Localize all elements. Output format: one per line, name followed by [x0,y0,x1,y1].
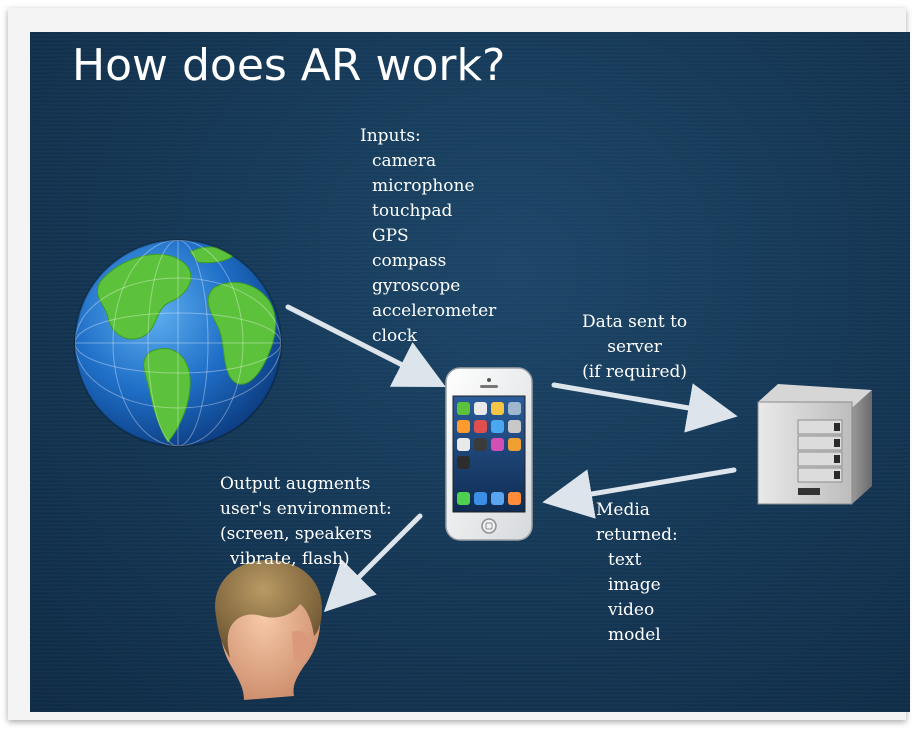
media-item: text [608,550,642,570]
input-item: gyroscope [372,276,461,296]
smartphone-icon [445,367,533,541]
output-label: Output augments user's environment: (scr… [220,472,392,572]
data-sent-line: Data sent to [582,312,688,332]
media-item: video [608,600,655,620]
data-sent-line: (if required) [582,362,688,382]
media-heading: Media [596,500,650,520]
input-item: accelerometer [372,301,497,321]
output-line: Output augments [220,474,371,494]
arrow-phone-to-server [551,382,738,433]
input-item: touchpad [372,201,453,221]
inputs-list: Inputs: camera microphone touchpad GPS c… [360,124,496,349]
globe-icon [74,239,282,447]
input-item: camera [372,151,437,171]
input-item: GPS [372,226,409,246]
inputs-heading: Inputs: [360,126,421,146]
arrow-server-to-phone [542,467,737,519]
media-returned-list: Media returned: text image video model [596,498,678,648]
user-head-icon [215,560,322,700]
diagram-art [74,239,872,700]
server-icon [757,384,872,505]
input-item: microphone [372,176,475,196]
slide-frame: How does AR work? [8,8,910,720]
slide-title: How does AR work? [72,40,506,91]
output-line: user's environment: [220,499,392,519]
output-line: vibrate, flash) [230,549,350,569]
arrow-world-to-phone [285,304,446,388]
slide: How does AR work? [30,32,910,712]
input-item: clock [372,326,418,346]
arrow-phone-to-user [323,513,423,613]
media-subheading: returned: [596,525,678,545]
data-sent-label: Data sent to server (if required) [582,310,687,385]
input-item: compass [372,251,447,271]
media-item: image [608,575,661,595]
media-item: model [608,625,661,645]
data-sent-line: server [607,337,662,357]
output-line: (screen, speakers [220,524,372,544]
